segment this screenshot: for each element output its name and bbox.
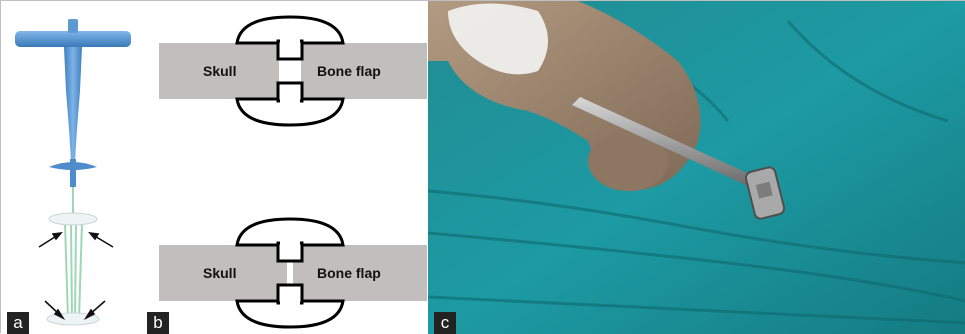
panel-label-c: c (434, 312, 456, 334)
clamp-tines (65, 187, 82, 319)
panel-a: a (1, 1, 145, 334)
clamp-upper-disc (49, 213, 97, 225)
panel-c: c (428, 1, 965, 334)
panel-label-a: a (7, 312, 29, 334)
applicator-handle-crossbar (15, 31, 131, 47)
skull-label: Skull (203, 63, 236, 79)
bone-flap-label: Bone flap (317, 63, 381, 79)
bone-flap-label: Bone flap (317, 265, 381, 281)
panel-label-b: b (147, 312, 169, 334)
panel-b: Skull Bone flap Skull Bone flap b (145, 1, 428, 334)
applicator-top-knob (68, 19, 78, 33)
skull-label: Skull (203, 265, 236, 281)
top-diagram-gap-open: Skull Bone flap (159, 17, 427, 125)
cranial-clamp-applicator-illustration (1, 1, 145, 334)
clamp-photo (428, 1, 965, 334)
applicator-shaft (64, 47, 82, 161)
clamp-cross-section-diagram: Skull Bone flap Skull Bone flap (145, 1, 428, 334)
bottom-diagram-gap-closed: Skull Bone flap (159, 219, 427, 327)
